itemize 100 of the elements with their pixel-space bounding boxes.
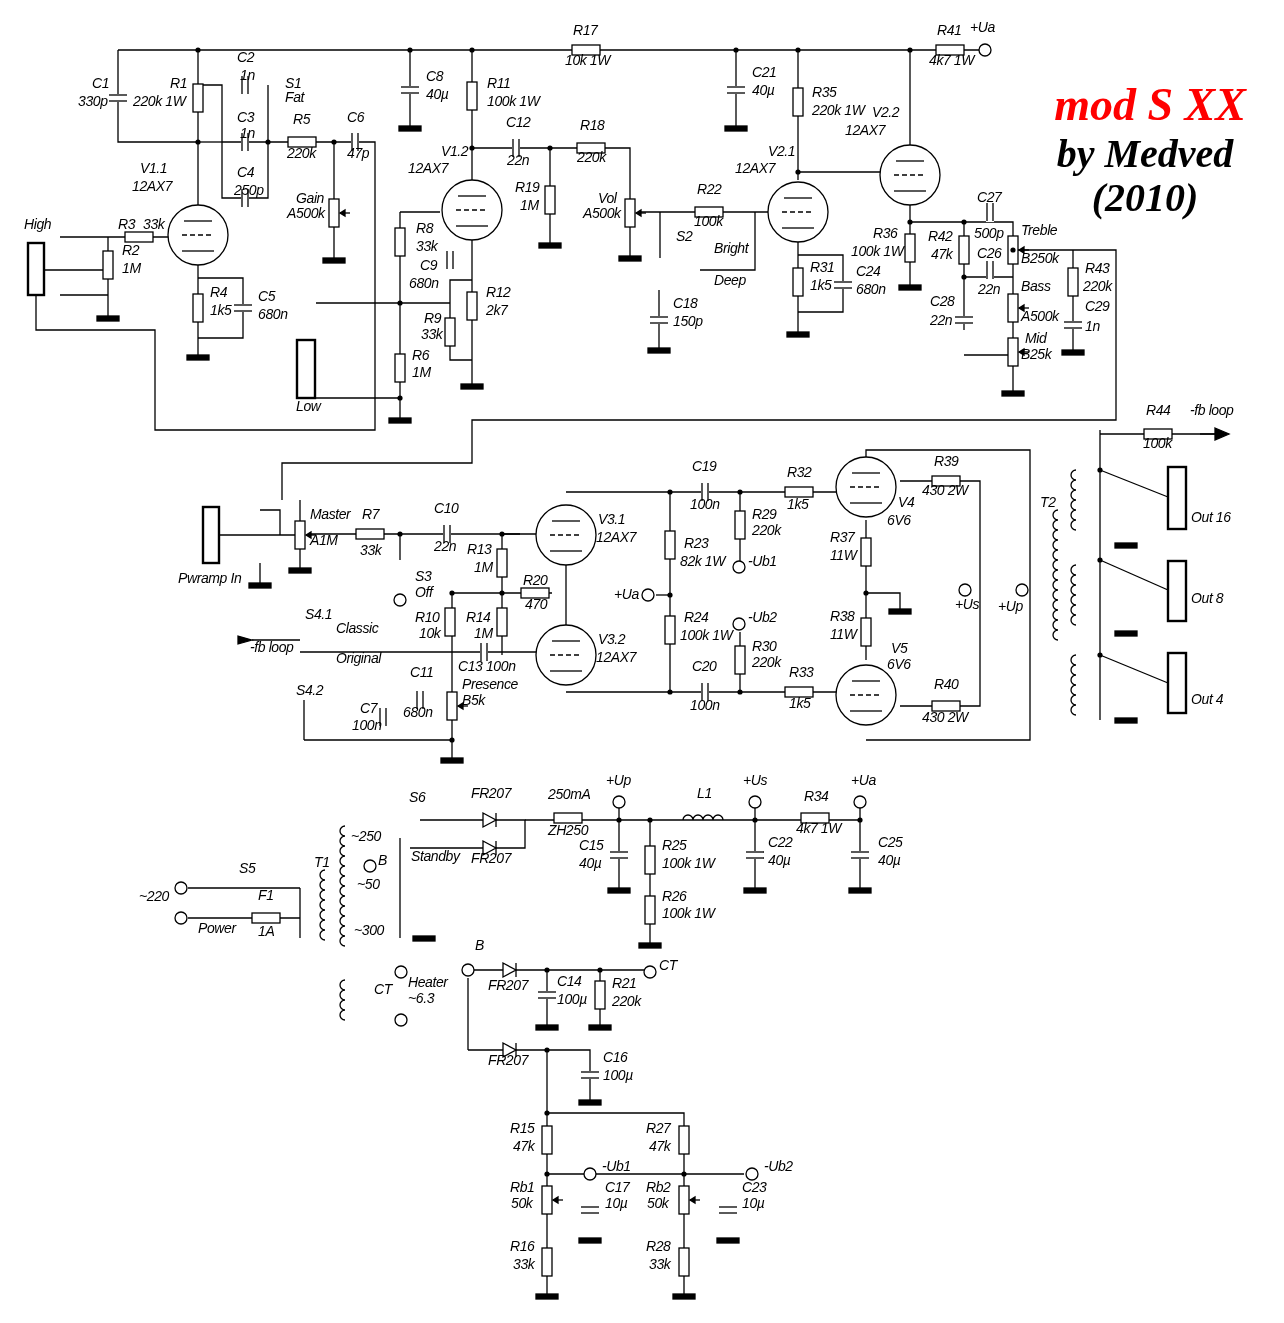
component-label: 1k5 (787, 496, 809, 512)
component-label: 680n (258, 306, 288, 322)
component-label: ~300 (354, 922, 384, 938)
component-label: 1M (474, 559, 493, 575)
component-label: C8 (426, 68, 444, 84)
component-label: R19 (515, 179, 540, 195)
component-label: 22n (434, 538, 457, 554)
component-label: Pwramp In (178, 570, 242, 586)
component-label: 22n (930, 312, 953, 328)
component-label: Rb1 (510, 1179, 535, 1195)
component-label: Out 4 (1191, 691, 1224, 707)
component-label: Gain (296, 190, 324, 206)
component-label: 220k (612, 993, 641, 1009)
component-label: 220k (752, 654, 781, 670)
component-label: F1 (258, 887, 274, 903)
component-label: R23 (684, 535, 709, 551)
component-label: Deep (714, 272, 746, 288)
component-label: V1.2 (441, 143, 469, 159)
component-label: C25 (878, 834, 903, 850)
component-label: 40µ (426, 86, 449, 102)
component-label: C20 (692, 658, 717, 674)
component-label: -Ub1 (602, 1158, 631, 1174)
component-label: 430 2W (922, 709, 968, 725)
component-label: R28 (646, 1238, 671, 1254)
component-label: C27 (977, 189, 1002, 205)
component-label: C13 100n (458, 658, 516, 674)
component-label: 1n (1085, 318, 1100, 334)
component-label: R37 (830, 529, 855, 545)
component-label: S4.1 (305, 606, 333, 622)
component-label: 4k7 1W (929, 52, 975, 68)
component-label: Out 8 (1191, 590, 1224, 606)
component-label: 680n (409, 275, 439, 291)
component-label: Original (336, 650, 382, 666)
component-label: 220k 1W (812, 102, 865, 118)
component-label: 150p (673, 313, 703, 329)
component-label: A500k (287, 205, 325, 221)
component-label: R1 (170, 75, 188, 91)
component-label: C15 (579, 837, 604, 853)
component-label: 12AX7 (735, 160, 776, 176)
component-label: 430 2W (922, 482, 968, 498)
component-label: 47k (513, 1138, 535, 1154)
component-label: Mid (1025, 330, 1047, 346)
component-label: Off (415, 584, 433, 600)
component-label: R26 (662, 888, 687, 904)
component-label: 100k 1W (662, 905, 715, 921)
component-label: R31 (810, 259, 835, 275)
component-label: ~50 (357, 876, 380, 892)
component-label: 47k (649, 1138, 671, 1154)
component-label: R39 (934, 453, 959, 469)
component-label: Classic (336, 620, 379, 636)
component-label: R30 (752, 638, 777, 654)
component-label: R5 (293, 111, 311, 127)
component-label: Rb2 (646, 1179, 671, 1195)
component-label: 10k (419, 625, 441, 641)
component-label: C26 (977, 245, 1002, 261)
component-label: 100µ (557, 991, 587, 1007)
component-label: Bass (1021, 278, 1051, 294)
component-label: R33 (789, 664, 814, 680)
component-label: 50k (647, 1195, 669, 1211)
component-label: R2 (122, 242, 140, 258)
component-label: 33k (416, 238, 438, 254)
component-label: R7 (362, 506, 380, 522)
component-label: L1 (697, 785, 712, 801)
component-label: S1 (285, 75, 302, 91)
component-label: R43 (1085, 260, 1110, 276)
component-label: R16 (510, 1238, 535, 1254)
component-label: C6 (347, 109, 365, 125)
component-label: R6 (412, 347, 430, 363)
component-label: C16 (603, 1049, 628, 1065)
component-label: CT (374, 981, 392, 997)
component-label: Presence (462, 676, 518, 692)
component-label: C2 (237, 49, 255, 65)
component-label: +Ua (851, 772, 876, 788)
component-label: +Us (955, 596, 980, 612)
component-label: -Ub2 (764, 1158, 793, 1174)
component-label: 1k5 (210, 302, 232, 318)
component-label: 680n (403, 704, 433, 720)
component-label: 10k 1W (565, 52, 611, 68)
component-label: 40µ (768, 852, 791, 868)
component-label: C17 (605, 1179, 630, 1195)
component-label: V5 (891, 640, 908, 656)
component-label: C7 (360, 700, 378, 716)
component-label: +Up (606, 772, 631, 788)
component-label: 100n (690, 496, 720, 512)
component-label: Power (198, 920, 236, 936)
component-label: 250p (234, 182, 264, 198)
component-label: 22n (507, 152, 530, 168)
component-label: R17 (573, 22, 598, 38)
component-label: ~220 (139, 888, 169, 904)
component-label: High (24, 216, 52, 232)
component-label: +Ua (970, 19, 995, 35)
component-label: 12AX7 (845, 122, 886, 138)
component-label: R32 (787, 464, 812, 480)
component-label: R40 (934, 676, 959, 692)
component-label: V4 (898, 494, 915, 510)
component-label: -Ub1 (748, 553, 777, 569)
component-label: C5 (258, 288, 276, 304)
component-label: 500p (974, 225, 1004, 241)
component-label: S3 (415, 568, 432, 584)
component-label: 10µ (742, 1195, 765, 1211)
